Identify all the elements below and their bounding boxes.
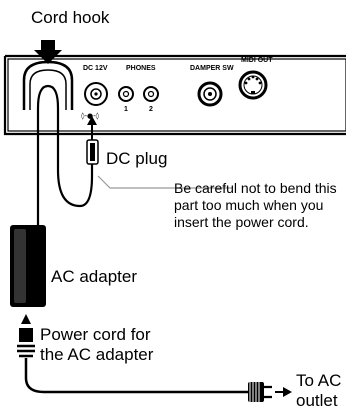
svg-text:◊-●-◊: ◊-●-◊	[81, 112, 100, 120]
phones-jack-icon	[118, 86, 159, 102]
caution-leader	[97, 175, 232, 189]
dc-12v-label: DC 12V	[83, 65, 108, 72]
cord-hook-label: Cord hook	[31, 8, 110, 27]
caution-note: Be careful not to bend this part too muc…	[174, 180, 337, 230]
phones-label: PHONES	[126, 65, 156, 72]
power-cord-label-line2: the AC adapter	[40, 345, 154, 364]
to-ac-label-line1: To AC	[296, 371, 342, 390]
dc-jack-icon: ◊-●-◊	[81, 82, 108, 120]
phones-2-label: 2	[149, 106, 153, 113]
hook-arrow-icon	[34, 40, 62, 64]
ac-adapter-label: AC adapter	[51, 267, 137, 286]
midi-port-icon	[238, 70, 268, 100]
rear-panel	[3, 54, 346, 136]
phones-1-label: 1	[124, 106, 128, 113]
power-cord	[17, 314, 250, 394]
ac-adapter-body	[10, 225, 46, 307]
dc-plug-label: DC plug	[106, 149, 168, 168]
to-ac-label-line2: outlet	[296, 391, 338, 410]
ac-plug-icon	[248, 382, 292, 402]
power-cord-label-line1: Power cord for	[40, 325, 151, 344]
midi-out-label: MIDI OUT	[241, 57, 273, 64]
damper-sw-label: DAMPER SW	[190, 65, 234, 72]
dc-plug	[86, 130, 99, 165]
adapter-cord	[36, 84, 94, 225]
damper-jack-icon	[197, 81, 223, 107]
